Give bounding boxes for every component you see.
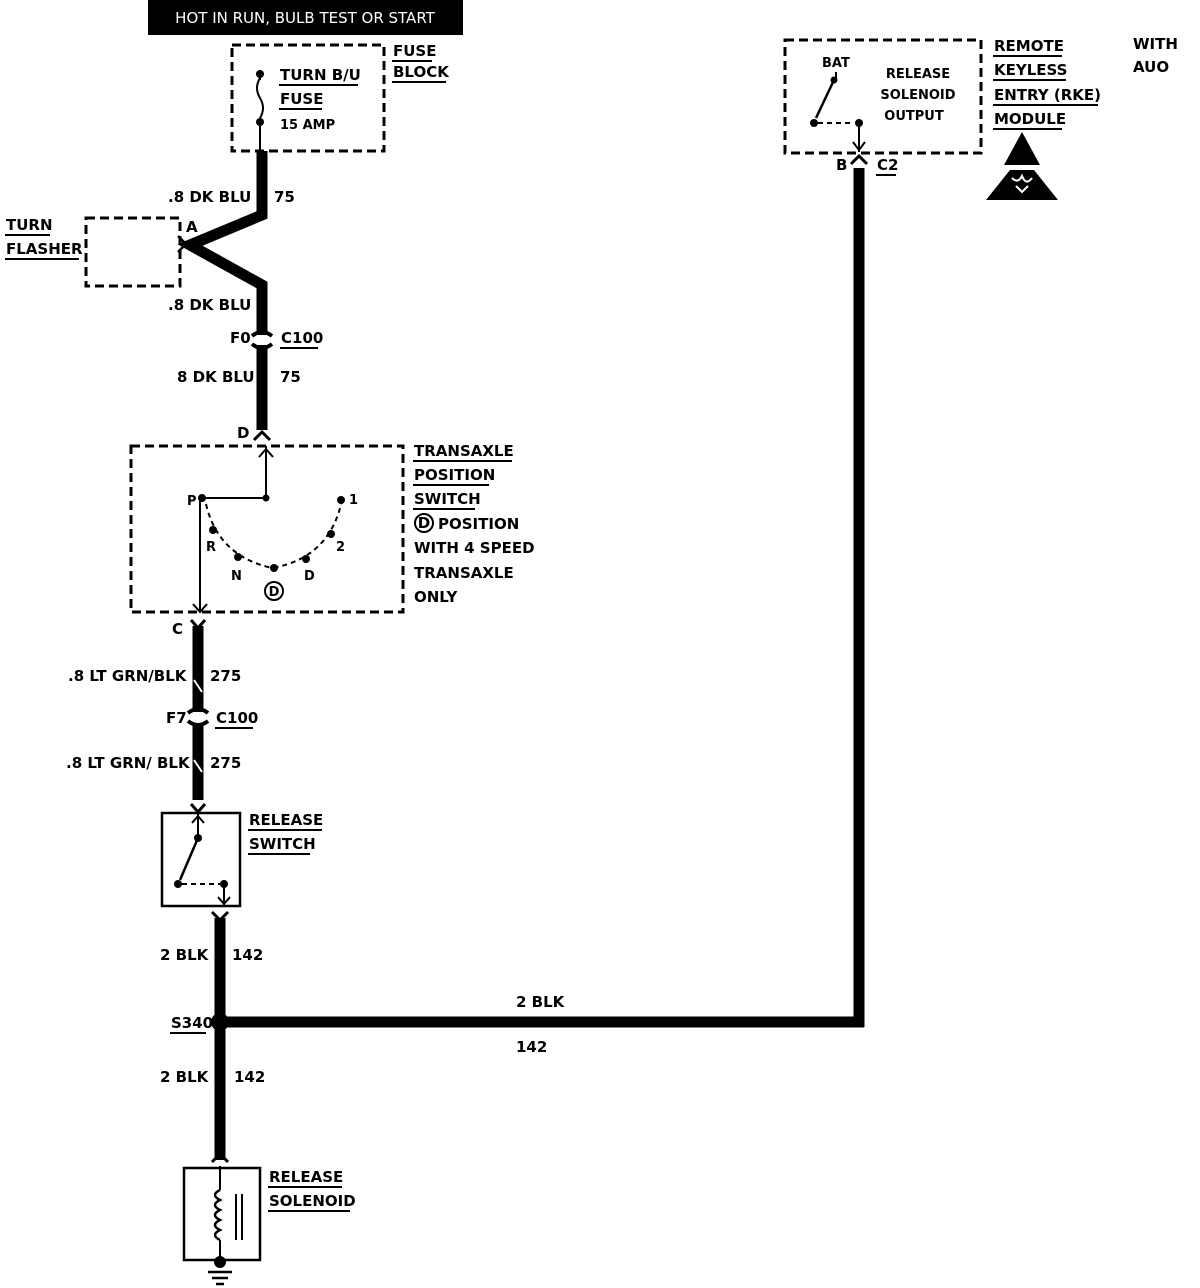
position-1: 1 xyxy=(349,493,358,508)
wire-4-circuit: 275 xyxy=(210,667,241,685)
transaxle-label-line-3: SWITCH xyxy=(414,490,481,508)
wire-3-gauge: 8 DK BLU xyxy=(177,368,255,386)
fuse-block-label-line-2: BLOCK xyxy=(393,63,450,81)
c100-top-pin: F0 xyxy=(230,329,251,347)
rke-bat-label: BAT xyxy=(822,56,850,71)
rke-relay-contact-icon xyxy=(814,79,836,119)
rke-output-line-2: SOLENOID xyxy=(880,88,955,103)
c100-top-name: C100 xyxy=(281,329,323,347)
release-switch xyxy=(160,811,242,908)
transaxle-position-switch: D P R N D D 2 1 xyxy=(129,424,405,614)
rke-label-line-1: REMOTE xyxy=(994,37,1064,55)
connector-c100-bottom: F7 C100 xyxy=(166,707,258,729)
note-line-3: TRANSAXLE xyxy=(414,564,514,582)
transaxle-terminal-in: D xyxy=(237,424,249,442)
note-line-1: POSITION xyxy=(438,515,519,533)
position-r: R xyxy=(206,540,216,555)
wire-4-gauge: .8 LT GRN/BLK xyxy=(68,667,188,685)
wire-8-circuit: 142 xyxy=(234,1068,265,1086)
fuse-symbol-icon xyxy=(256,77,264,119)
wire-2-gauge: .8 DK BLU xyxy=(168,296,251,314)
rke-label-line-2: KEYLESS xyxy=(994,61,1067,79)
splice-name: S340 xyxy=(171,1014,213,1032)
position-2: 2 xyxy=(336,540,345,555)
fuse-name-line-1: TURN B/U xyxy=(280,66,361,84)
note-d: D xyxy=(418,514,430,532)
c100-bottom-pin: F7 xyxy=(166,709,187,727)
position-p: P xyxy=(187,494,197,509)
esd-warning-icon xyxy=(986,132,1058,200)
note-auo: AUO xyxy=(1133,58,1169,76)
release-switch-label-line-1: RELEASE xyxy=(249,811,323,829)
note-d-circle-icon xyxy=(414,513,434,533)
rke-label-line-4: MODULE xyxy=(994,110,1066,128)
fuse-block-label-line-1: FUSE xyxy=(393,42,436,60)
release-solenoid-label-line-1: RELEASE xyxy=(269,1168,343,1186)
fuse-block: TURN B/U FUSE 15 AMP xyxy=(230,43,386,153)
turn-flasher-terminal: A xyxy=(186,218,198,236)
turn-flasher-label-line-1: TURN xyxy=(6,216,53,234)
transaxle-label-line-1: TRANSAXLE xyxy=(414,442,514,460)
banner-text: HOT IN RUN, BULB TEST OR START xyxy=(175,9,435,27)
note-with: WITH xyxy=(1133,35,1178,53)
ground-icon xyxy=(208,1270,232,1286)
fuse-rating: 15 AMP xyxy=(280,118,335,133)
c100-bottom-name: C100 xyxy=(216,709,258,727)
wire-7-circuit: 142 xyxy=(516,1038,547,1056)
wire-6-gauge: 2 BLK xyxy=(160,946,210,964)
wire-6-circuit: 142 xyxy=(232,946,263,964)
position-d-circle-icon xyxy=(264,581,284,601)
release-solenoid-label-line-2: SOLENOID xyxy=(269,1192,356,1210)
fuse-name-line-2: FUSE xyxy=(280,90,323,108)
position-d: D xyxy=(304,569,315,584)
turn-flasher-label-line-2: FLASHER xyxy=(6,240,83,258)
transaxle-terminal-out: C xyxy=(172,620,183,638)
release-solenoid xyxy=(182,1166,262,1286)
wire-5-circuit: 275 xyxy=(210,754,241,772)
note-line-2: WITH 4 SPEED xyxy=(414,539,535,557)
power-source-banner: HOT IN RUN, BULB TEST OR START xyxy=(148,0,463,35)
rke-label-line-3: ENTRY (RKE) xyxy=(994,86,1101,104)
wire-1-gauge: .8 DK BLU xyxy=(168,188,251,206)
release-switch-contact-icon xyxy=(178,837,200,881)
wire-142-blk xyxy=(210,153,869,1164)
wire-8-gauge: 2 BLK xyxy=(160,1068,210,1086)
position-n: N xyxy=(231,569,242,584)
wire-5-gauge: .8 LT GRN/ BLK xyxy=(66,754,191,772)
note-line-4: ONLY xyxy=(414,588,459,606)
wire-7-gauge: 2 BLK xyxy=(516,993,566,1011)
rke-output-line-3: OUTPUT xyxy=(884,109,944,124)
release-switch-label-line-2: SWITCH xyxy=(249,835,316,853)
rke-module: BAT RELEASE SOLENOID OUTPUT B C2 xyxy=(783,38,983,176)
splice-s340: S340 xyxy=(170,1013,229,1034)
wire-75-dk-blu xyxy=(177,151,268,430)
rke-terminal: B xyxy=(836,156,847,174)
position-d-circled: D xyxy=(269,585,280,600)
rke-output-line-1: RELEASE xyxy=(886,67,950,82)
connector-c100-top: F0 C100 xyxy=(230,329,323,350)
rke-connector: C2 xyxy=(877,156,898,174)
turn-flasher: A xyxy=(84,216,198,288)
wire-3-circuit: 75 xyxy=(280,368,301,386)
wire-275-lt-grn-blk xyxy=(189,619,207,815)
solenoid-coil-icon xyxy=(213,1188,223,1242)
transaxle-label-line-2: POSITION xyxy=(414,466,495,484)
wire-1-circuit: 75 xyxy=(274,188,295,206)
